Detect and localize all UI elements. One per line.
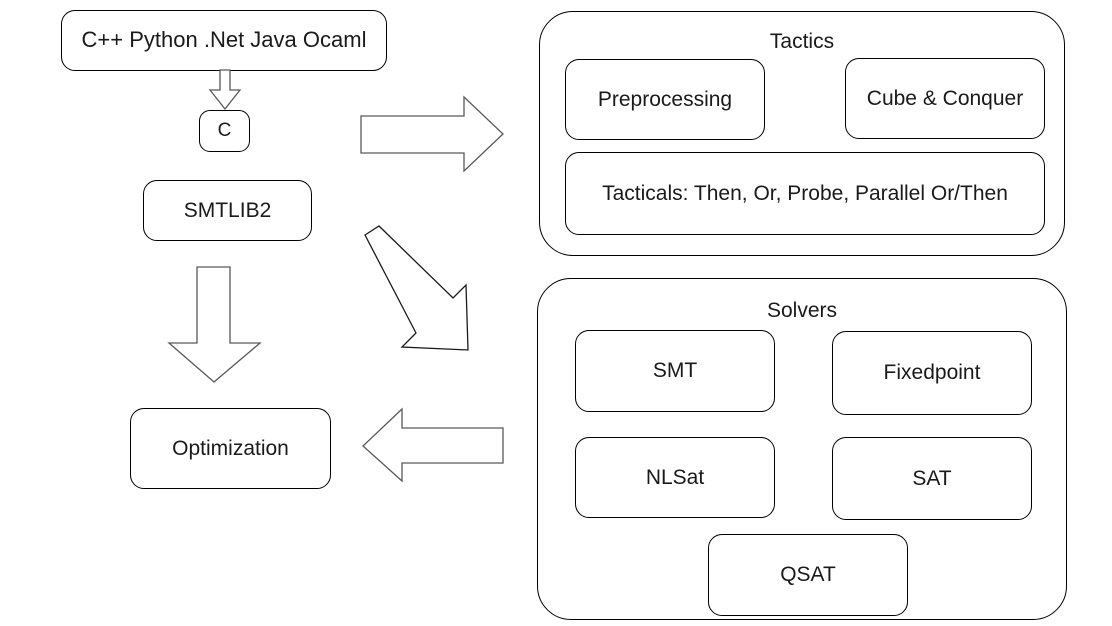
tactics-panel-title: Tactics bbox=[769, 30, 835, 53]
qsat-label: QSAT bbox=[780, 563, 836, 587]
smtlib-to-solvers-arrow bbox=[358, 225, 500, 357]
smtlib-to-optimization-arrow bbox=[167, 266, 290, 384]
smt-box[interactable]: SMT bbox=[575, 330, 775, 412]
tacticals-label: Tacticals: Then, Or, Probe, Parallel Or/… bbox=[602, 181, 1008, 205]
nlsat-box[interactable]: NLSat bbox=[575, 437, 775, 518]
fixedpoint-label: Fixedpoint bbox=[883, 361, 981, 385]
frontend-to-c-arrow bbox=[208, 69, 242, 111]
cube-and-conquer-label: Cube & Conquer bbox=[866, 86, 1024, 110]
frontend-to-tactics-arrow bbox=[360, 95, 506, 174]
sat-label: SAT bbox=[912, 466, 952, 490]
optimization-label: Optimization bbox=[172, 436, 289, 460]
sat-box[interactable]: SAT bbox=[832, 437, 1032, 520]
fixedpoint-box[interactable]: Fixedpoint bbox=[832, 331, 1032, 415]
nlsat-label: NLSat bbox=[645, 465, 705, 489]
smtlib2-box[interactable]: SMTLIB2 bbox=[143, 180, 312, 241]
smtlib2-label: SMTLIB2 bbox=[183, 198, 272, 222]
solvers-to-optimization-arrow bbox=[360, 407, 506, 484]
tacticals-box[interactable]: Tacticals: Then, Or, Probe, Parallel Or/… bbox=[565, 152, 1045, 235]
c-api-box[interactable]: C bbox=[199, 110, 250, 152]
preprocessing-box[interactable]: Preprocessing bbox=[565, 59, 765, 140]
qsat-box[interactable]: QSAT bbox=[708, 534, 908, 616]
c-api-label: C bbox=[217, 119, 232, 141]
preprocessing-label: Preprocessing bbox=[597, 87, 733, 111]
optimization-box[interactable]: Optimization bbox=[130, 408, 331, 489]
frontend-languages-box[interactable]: C++ Python .Net Java Ocaml bbox=[61, 10, 387, 71]
solvers-panel-title: Solvers bbox=[766, 299, 838, 322]
frontend-languages-label: C++ Python .Net Java Ocaml bbox=[81, 27, 367, 53]
smt-label: SMT bbox=[652, 359, 698, 383]
cube-and-conquer-box[interactable]: Cube & Conquer bbox=[845, 58, 1045, 139]
